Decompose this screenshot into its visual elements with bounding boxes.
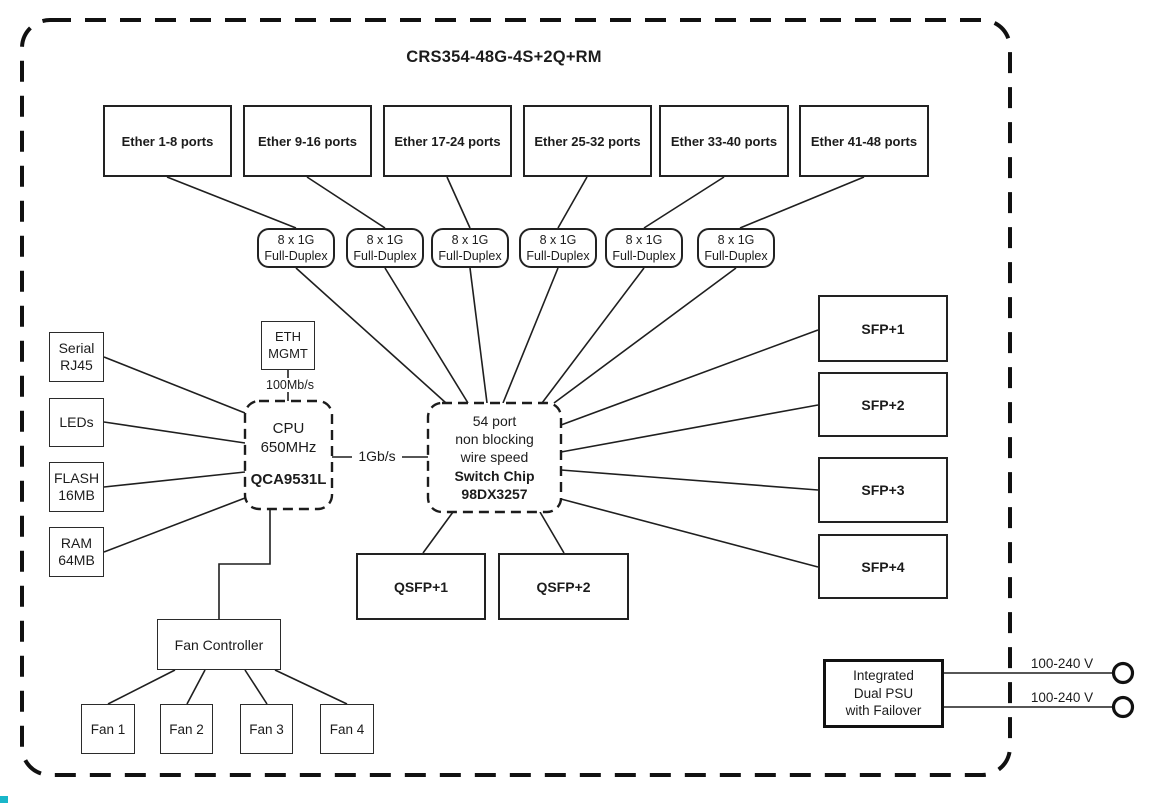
- sfp-plus-2-box: SFP+2: [818, 372, 948, 437]
- switch-chip-dashed-outline: [426, 401, 563, 514]
- cpu-switch-link-speed-label: 1Gb/s: [352, 448, 402, 464]
- fan-4-box: Fan 4: [320, 704, 374, 754]
- serial-rj45-label: Serial RJ45: [58, 339, 95, 374]
- phy-group-1-label: 8 x 1G Full-Duplex: [264, 232, 328, 263]
- ether-41-48-box: Ether 41-48 ports: [799, 105, 929, 177]
- cpu-dashed-outline: [243, 399, 334, 511]
- fan-3-label: Fan 3: [249, 721, 284, 737]
- ether-1-8-box: Ether 1-8 ports: [103, 105, 232, 177]
- leds-box: LEDs: [49, 398, 104, 447]
- ac-input-terminal-2: [1111, 695, 1135, 719]
- ac-input-2-label: 100-240 V: [1030, 690, 1094, 705]
- sfp-plus-1-label: SFP+1: [861, 320, 905, 337]
- ether-33-40-label: Ether 33-40 ports: [670, 133, 778, 149]
- sfp-plus-4-box: SFP+4: [818, 534, 948, 599]
- sfp-plus-3-box: SFP+3: [818, 457, 948, 523]
- fan-controller-label: Fan Controller: [174, 636, 264, 653]
- sfp-plus-2-label: SFP+2: [861, 396, 905, 413]
- ether-9-16-label: Ether 9-16 ports: [258, 133, 357, 149]
- fan-controller-box: Fan Controller: [157, 619, 281, 670]
- ether-41-48-label: Ether 41-48 ports: [810, 133, 918, 149]
- phy-group-3-box: 8 x 1G Full-Duplex: [431, 228, 509, 268]
- switch-chip-model-label: Switch Chip 98DX3257: [454, 467, 535, 502]
- ram-box: RAM 64MB: [49, 527, 104, 577]
- phy-group-2-label: 8 x 1G Full-Duplex: [353, 232, 417, 263]
- phy-group-1-box: 8 x 1G Full-Duplex: [257, 228, 335, 268]
- sfp-plus-3-label: SFP+3: [861, 482, 905, 498]
- switch-chip-box: 54 port non blocking wire speed Switch C…: [430, 405, 559, 510]
- qsfp-plus-1-box: QSFP+1: [356, 553, 486, 620]
- ether-25-32-box: Ether 25-32 ports: [523, 105, 652, 177]
- qsfp-plus-1-label: QSFP+1: [393, 578, 449, 595]
- phy-group-4-box: 8 x 1G Full-Duplex: [519, 228, 597, 268]
- flash-box: FLASH 16MB: [49, 462, 104, 512]
- phy-group-5-label: 8 x 1G Full-Duplex: [612, 232, 676, 263]
- diagram-title: CRS354-48G-4S+2Q+RM: [406, 48, 602, 66]
- switch-chip-desc-label: 54 port non blocking wire speed: [455, 413, 534, 466]
- flash-label: FLASH 16MB: [53, 469, 100, 504]
- cpu-box: CPU 650MHz QCA9531L: [247, 403, 330, 507]
- psu-box: Integrated Dual PSU with Failover: [823, 659, 944, 728]
- ether-17-24-box: Ether 17-24 ports: [383, 105, 512, 177]
- sfp-plus-1-box: SFP+1: [818, 295, 948, 362]
- serial-rj45-box: Serial RJ45: [49, 332, 104, 382]
- phy-group-2-box: 8 x 1G Full-Duplex: [346, 228, 424, 268]
- watermark-artifact: [0, 796, 8, 803]
- ether-1-8-label: Ether 1-8 ports: [121, 133, 214, 149]
- phy-group-6-box: 8 x 1G Full-Duplex: [697, 228, 775, 268]
- phy-group-3-label: 8 x 1G Full-Duplex: [438, 232, 502, 263]
- eth-mgmt-box: ETH MGMT: [261, 321, 315, 370]
- ram-label: RAM 64MB: [58, 534, 95, 569]
- ether-9-16-box: Ether 9-16 ports: [243, 105, 372, 177]
- phy-group-5-box: 8 x 1G Full-Duplex: [605, 228, 683, 268]
- fan-1-label: Fan 1: [90, 721, 126, 737]
- phy-group-4-label: 8 x 1G Full-Duplex: [526, 232, 590, 263]
- mgmt-link-speed-label: 100Mb/s: [260, 378, 320, 392]
- ether-33-40-box: Ether 33-40 ports: [659, 105, 789, 177]
- cpu-name-label: CPU 650MHz: [260, 420, 317, 457]
- phy-group-6-label: 8 x 1G Full-Duplex: [704, 232, 768, 263]
- ac-input-terminal-1: [1111, 661, 1135, 685]
- fan-2-label: Fan 2: [169, 721, 204, 737]
- psu-label: Integrated Dual PSU with Failover: [845, 668, 922, 719]
- chassis-dashed-frame: [20, 18, 1012, 777]
- ac-input-1-label: 100-240 V: [1030, 656, 1094, 671]
- eth-mgmt-label: ETH MGMT: [268, 328, 308, 361]
- sfp-plus-4-label: SFP+4: [861, 558, 905, 575]
- fan-1-box: Fan 1: [81, 704, 135, 754]
- qsfp-plus-2-box: QSFP+2: [498, 553, 629, 620]
- fan-4-label: Fan 4: [329, 721, 365, 737]
- leds-label: LEDs: [59, 413, 94, 430]
- fan-2-box: Fan 2: [160, 704, 213, 754]
- cpu-model-label: QCA9531L: [250, 470, 327, 488]
- ether-17-24-label: Ether 17-24 ports: [394, 133, 501, 149]
- qsfp-plus-2-label: QSFP+2: [536, 578, 591, 595]
- fan-3-box: Fan 3: [240, 704, 293, 754]
- ether-25-32-label: Ether 25-32 ports: [534, 133, 641, 149]
